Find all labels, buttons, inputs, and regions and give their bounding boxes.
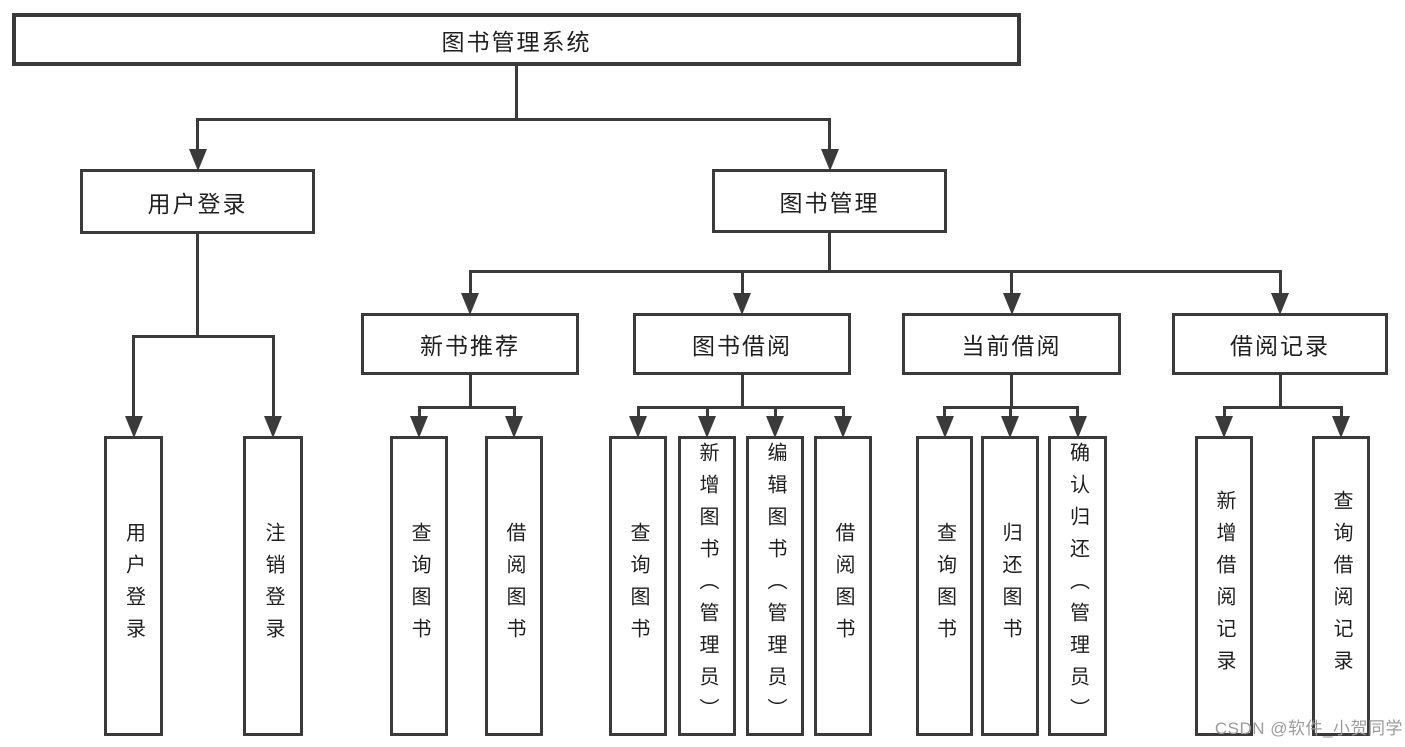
connector-stem: [196, 234, 199, 338]
arrow-down-icon: [733, 293, 751, 315]
connector-drop: [1010, 270, 1013, 297]
arrow-down-icon: [1215, 416, 1233, 438]
connector-drop: [417, 406, 421, 420]
connector-stem: [515, 66, 518, 121]
leaf-query-books-borrowing: 查询图书: [609, 436, 667, 736]
arrow-down-icon: [629, 416, 647, 438]
arrow-down-icon: [820, 149, 839, 171]
connector-bus: [132, 335, 275, 338]
arrow-down-icon: [935, 416, 954, 438]
node-label: 新增借阅记录: [1213, 490, 1235, 682]
arrow-down-icon: [410, 416, 428, 438]
node-current-borrowing: 当前借阅: [902, 313, 1121, 375]
connector-drop: [1222, 406, 1226, 420]
connector-stem: [468, 375, 472, 409]
node-label: 注销登录: [262, 522, 284, 650]
connector-drop: [1278, 270, 1282, 297]
node-borrow-records: 借阅记录: [1172, 313, 1388, 375]
connector-drop: [1008, 406, 1012, 420]
leaf-borrow-books-recommend: 借阅图书: [485, 436, 543, 736]
connector-stem: [1010, 375, 1013, 409]
connector-drop: [705, 406, 709, 420]
connector-drop: [1076, 406, 1079, 420]
csdn-watermark: CSDN @软件_小贺同学: [1214, 719, 1403, 738]
arrow-down-icon: [505, 416, 523, 438]
node-book-borrowing: 图书借阅: [633, 313, 851, 375]
connector-bus: [636, 406, 845, 409]
arrow-down-icon: [1068, 416, 1087, 438]
node-label: 图书借阅: [692, 333, 792, 359]
arrow-down-icon: [188, 149, 207, 171]
connector-drop: [740, 270, 744, 297]
node-label: 新书推荐: [420, 333, 520, 359]
connector-drop: [196, 118, 199, 153]
connector-bus: [417, 406, 516, 409]
node-label: 查询图书: [627, 522, 649, 650]
leaf-query-books-recommend: 查询图书: [390, 436, 448, 736]
connector-drop: [773, 406, 777, 420]
arrow-down-icon: [1001, 416, 1019, 438]
leaf-borrow-books: 借阅图书: [814, 436, 872, 736]
connector-stem: [828, 233, 831, 273]
connector-drop: [271, 335, 275, 420]
connector-stem: [740, 375, 744, 409]
arrow-down-icon: [1271, 293, 1289, 315]
node-label: 图书管理: [779, 190, 880, 216]
node-label: 编辑图书（管理员）: [764, 442, 786, 730]
connector-drop: [1339, 406, 1343, 420]
connector-drop: [828, 118, 831, 153]
arrow-down-icon: [766, 416, 784, 438]
leaf-edit-books-admin: 编辑图书（管理员）: [746, 436, 804, 736]
arrow-down-icon: [124, 416, 143, 438]
node-label: 图书管理系统: [441, 28, 592, 55]
node-label: 查询图书: [408, 522, 430, 650]
connector-drop: [468, 270, 472, 297]
node-user-login-branch: 用户登录: [80, 169, 315, 234]
node-book-management-branch: 图书管理: [712, 169, 947, 233]
connector-drop: [943, 406, 946, 420]
leaf-user-login: 用户登录: [104, 436, 163, 736]
leaf-query-books-current: 查询图书: [916, 436, 973, 736]
connector-drop: [841, 406, 845, 420]
connector-drop: [512, 406, 516, 420]
node-label: 当前借阅: [961, 333, 1062, 359]
leaf-logout: 注销登录: [243, 436, 303, 736]
arrow-down-icon: [264, 416, 282, 438]
node-new-book-recommend: 新书推荐: [361, 313, 579, 375]
connector-stem: [1278, 375, 1282, 409]
leaf-add-borrow-record: 新增借阅记录: [1195, 436, 1253, 736]
node-label: 借阅图书: [503, 522, 525, 650]
arrow-down-icon: [1002, 293, 1021, 315]
connector-bus: [1222, 406, 1343, 409]
node-label: 借阅记录: [1230, 333, 1330, 359]
arrow-down-icon: [698, 416, 716, 438]
node-label: 查询借阅记录: [1330, 490, 1352, 682]
node-label: 归还图书: [999, 522, 1021, 650]
node-book-management-system: 图书管理系统: [12, 13, 1021, 66]
leaf-return-books: 归还图书: [981, 436, 1039, 736]
node-label: 查询图书: [933, 522, 956, 650]
connector-drop: [132, 335, 135, 420]
arrow-down-icon: [834, 416, 852, 438]
arrow-down-icon: [461, 293, 479, 315]
node-label: 借阅图书: [832, 522, 854, 650]
node-label: 新增图书（管理员）: [696, 442, 718, 730]
connector-bus: [196, 118, 831, 121]
leaf-query-borrow-record: 查询借阅记录: [1312, 436, 1370, 736]
arrow-down-icon: [1332, 416, 1350, 438]
connector-bus: [468, 270, 1282, 273]
node-label: 用户登录: [122, 522, 145, 650]
leaf-add-books-admin: 新增图书（管理员）: [678, 436, 736, 736]
node-label: 用户登录: [147, 190, 248, 217]
node-label: 确认归还（管理员）: [1066, 442, 1089, 730]
leaf-confirm-return-admin: 确认归还（管理员）: [1048, 436, 1107, 736]
connector-drop: [636, 406, 640, 420]
